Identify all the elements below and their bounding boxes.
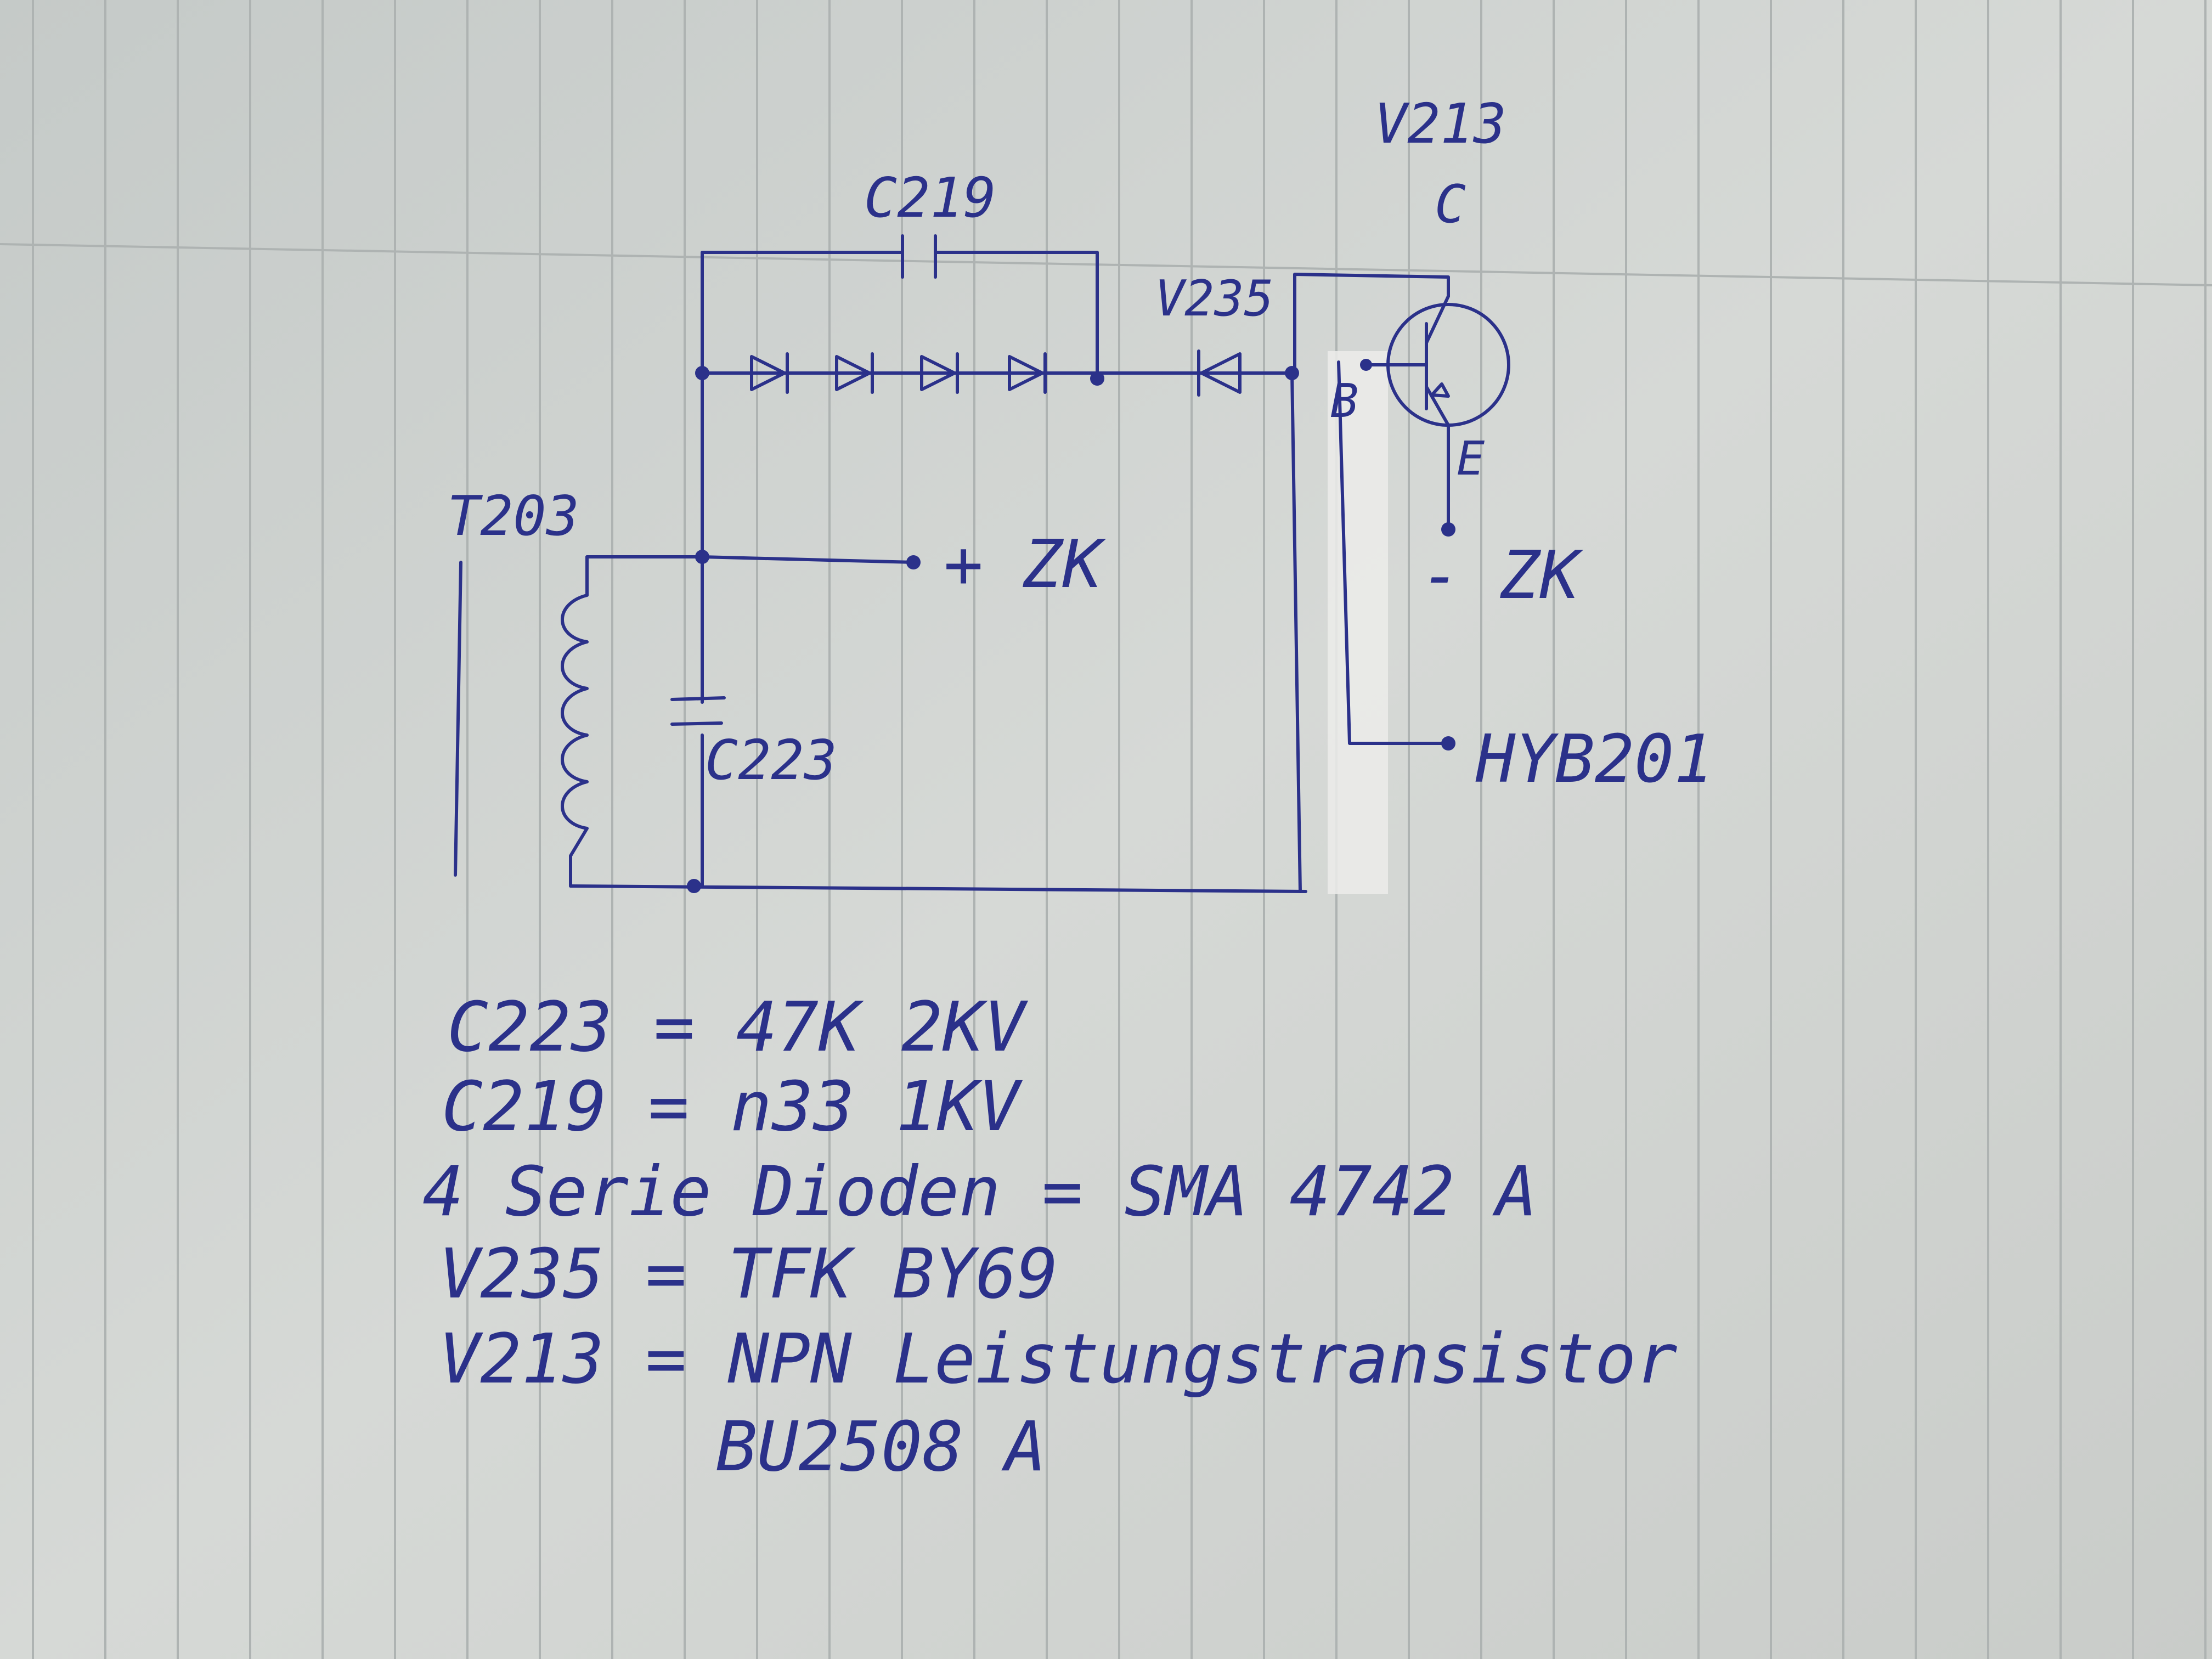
- t203-core: [454, 561, 462, 877]
- v235-diode: [1161, 349, 1296, 397]
- c219-branch-wire: [701, 251, 1099, 380]
- label-plus-zk: + ZK: [944, 527, 1107, 603]
- label-collector: C: [1435, 174, 1466, 235]
- base-feed-wire: [1337, 360, 1450, 745]
- c223-plate-top: [670, 696, 726, 701]
- label-hyb201: HYB201: [1475, 721, 1713, 798]
- label-c223: C223: [705, 728, 837, 792]
- junction-dots: [687, 359, 1455, 893]
- label-v235: V235: [1155, 270, 1274, 328]
- label-emitter: E: [1457, 432, 1485, 486]
- label-minus-zk: - ZK: [1421, 538, 1584, 614]
- label-base: B: [1330, 374, 1358, 428]
- t203-coil: [561, 555, 589, 888]
- right-vertical-wire: [1290, 371, 1302, 893]
- v213-transistor: [1337, 295, 1510, 745]
- circuit-schematic: V213 C219 V235 C B E T203 + ZK - ZK C223…: [447, 92, 1713, 893]
- note-c223: C223 = 47K 2KV: [447, 988, 1028, 1067]
- note-v213: V213 = NPN Leistungstransistor: [439, 1319, 1678, 1399]
- tape-strip: [1328, 351, 1388, 894]
- note-v213-type: BU2508 A: [716, 1407, 1046, 1487]
- label-t203: T203: [447, 484, 579, 548]
- note-c219: C219 = n33 1KV: [442, 1067, 1023, 1147]
- label-c219: C219: [864, 166, 996, 230]
- series-diode-string: [701, 352, 1165, 394]
- label-v213: V213: [1374, 92, 1506, 156]
- page-fold-line: [0, 243, 2212, 286]
- collector-return-wire: [1293, 273, 1450, 375]
- note-v235: V235 = TFK BY69: [439, 1234, 1058, 1314]
- component-notes: C223 = 47K 2KV C219 = n33 1KV 4 Serie Di…: [422, 988, 1678, 1487]
- c223-plate-bottom: [670, 721, 723, 726]
- note-diodes: 4 Serie Dioden = SMA 4742 A: [422, 1152, 1537, 1232]
